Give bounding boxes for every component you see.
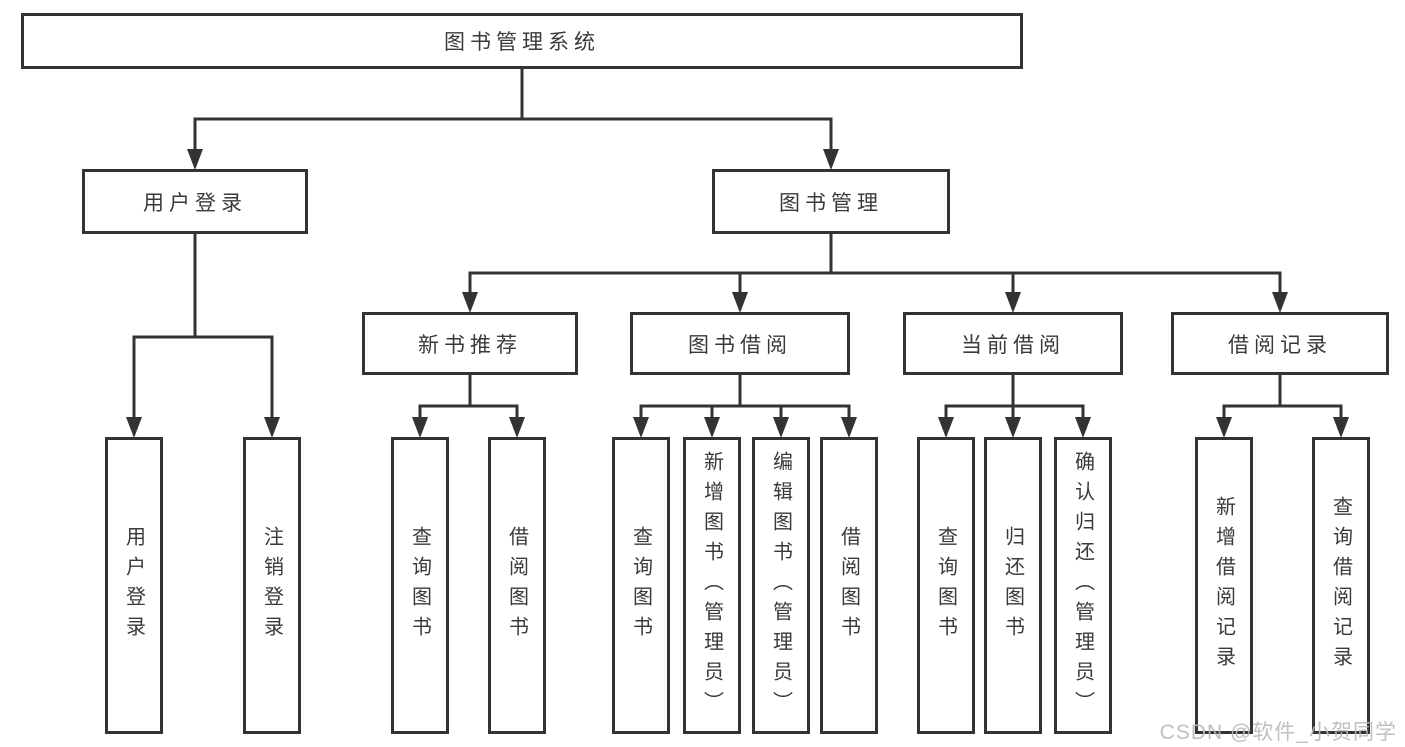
node-label: 查询借阅记录 <box>1329 495 1352 676</box>
arrow-icon <box>264 417 280 438</box>
node-add-borrow-record: 新增借阅记录 <box>1195 437 1253 734</box>
connector-borrow-record-leaves <box>1222 375 1343 418</box>
arrow-icon <box>633 417 649 438</box>
arrow-icon <box>1216 417 1232 438</box>
node-book-borrowing: 图书借阅 <box>630 312 850 375</box>
arrowheads <box>126 149 1349 438</box>
arrow-icon <box>412 417 428 438</box>
watermark: CSDN @软件_小贺同学 <box>1159 721 1397 744</box>
connector-new-book-leaves <box>418 375 519 418</box>
node-label: 图书借阅 <box>688 333 792 357</box>
arrow-icon <box>187 149 203 170</box>
node-label: 查询图书 <box>934 525 957 646</box>
connector-user-login-leaves <box>132 234 274 418</box>
node-borrow-books-leaf: 借阅图书 <box>820 437 878 734</box>
connector-current-borrow-leaves <box>944 375 1085 418</box>
arrow-icon <box>773 417 789 438</box>
connector-book-borrow-leaves <box>639 375 851 418</box>
arrow-icon <box>938 417 954 438</box>
arrow-icon <box>126 417 142 438</box>
node-label: 用户登录 <box>143 191 247 215</box>
node-label: 注销登录 <box>260 525 283 646</box>
node-query-borrow-record: 查询借阅记录 <box>1312 437 1370 734</box>
connector-root-level2 <box>193 68 833 150</box>
arrow-icon <box>732 292 748 313</box>
node-return-books: 归还图书 <box>984 437 1042 734</box>
arrow-icon <box>509 417 525 438</box>
node-root: 图书管理系统 <box>21 13 1023 69</box>
node-user-login: 用户登录 <box>82 169 308 234</box>
node-user-login-leaf: 用户登录 <box>105 437 163 734</box>
node-new-book-recommend: 新书推荐 <box>362 312 578 375</box>
node-book-management: 图书管理 <box>712 169 950 234</box>
node-label: 查询图书 <box>408 525 431 646</box>
node-logout: 注销登录 <box>243 437 301 734</box>
node-label: 图书管理系统 <box>444 31 600 54</box>
arrow-icon <box>841 417 857 438</box>
node-label: 查询图书 <box>629 525 652 646</box>
node-label: 借阅图书 <box>505 525 528 646</box>
node-query-books-recommend: 查询图书 <box>391 437 449 734</box>
node-query-books-borrowing: 查询图书 <box>612 437 670 734</box>
node-label: 归还图书 <box>1001 525 1024 646</box>
arrow-icon <box>823 149 839 170</box>
node-confirm-return-admin: 确认归还（管理员） <box>1054 437 1112 734</box>
arrow-icon <box>1272 292 1288 313</box>
node-edit-books-admin: 编辑图书（管理员） <box>752 437 810 734</box>
node-borrow-books-recommend: 借阅图书 <box>488 437 546 734</box>
node-current-borrowing: 当前借阅 <box>903 312 1123 375</box>
node-label: 编辑图书（管理员） <box>769 450 792 721</box>
arrow-icon <box>1005 292 1021 313</box>
node-label: 用户登录 <box>122 525 145 646</box>
arrow-icon <box>462 292 478 313</box>
node-borrowing-records: 借阅记录 <box>1171 312 1389 375</box>
arrow-icon <box>1333 417 1349 438</box>
node-label: 借阅图书 <box>837 525 860 646</box>
node-add-books-admin: 新增图书（管理员） <box>683 437 741 734</box>
arrow-icon <box>1005 417 1021 438</box>
node-label: 新增图书（管理员） <box>700 450 723 721</box>
node-query-books-current: 查询图书 <box>917 437 975 734</box>
node-label: 确认归还（管理员） <box>1071 450 1094 721</box>
node-label: 借阅记录 <box>1228 333 1332 357</box>
node-label: 新增借阅记录 <box>1212 495 1235 676</box>
connector-book-mgmt-level3 <box>468 234 1282 293</box>
node-label: 当前借阅 <box>961 333 1065 357</box>
arrow-icon <box>704 417 720 438</box>
node-label: 图书管理 <box>779 191 883 215</box>
node-label: 新书推荐 <box>418 333 522 357</box>
arrow-icon <box>1075 417 1091 438</box>
